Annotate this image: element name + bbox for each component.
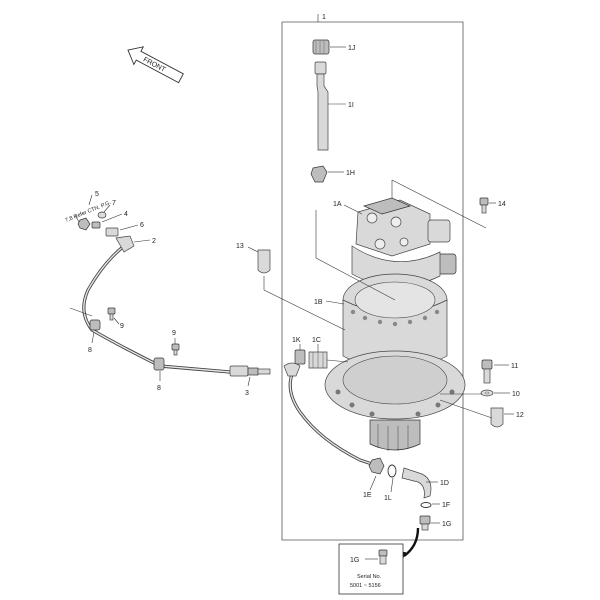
callout-13: 13 xyxy=(236,243,244,250)
part-11-bolt: 11 xyxy=(481,359,518,384)
callout-2: 2 xyxy=(152,238,156,245)
front-arrow: FRONT xyxy=(127,46,184,84)
inset-part-label: 1G xyxy=(350,557,359,564)
serial-inset: 1G Serial No. 5001 ~ 5156 xyxy=(338,543,404,595)
part-4-bolt: 4 xyxy=(91,211,128,229)
callout-4: 4 xyxy=(124,211,128,218)
part-1B-reduction-gear: 1B xyxy=(314,273,448,371)
callout-1F: 1F xyxy=(442,502,450,509)
part-1I-gauge-pipe: 1I xyxy=(314,61,354,151)
handwritten-note: 7,8 Refer CTN. P.G. xyxy=(65,200,113,224)
callout-10: 10 xyxy=(512,391,520,398)
callout-12: 12 xyxy=(516,412,524,419)
part-1G-plug: 1G xyxy=(419,515,451,531)
callout-1C: 1C xyxy=(312,337,321,344)
callout-1B: 1B xyxy=(314,299,323,306)
part-1H-fitting: 1H xyxy=(310,165,355,183)
part-2-elbow: 2 xyxy=(115,235,156,253)
callout-8b: 8 xyxy=(157,385,161,392)
part-1K-fitting: 1K xyxy=(292,337,306,365)
part-9-bolt-lower: 9 xyxy=(171,330,180,356)
callout-1E: 1E xyxy=(363,492,372,499)
part-9-bolt-upper: 9 xyxy=(107,307,124,330)
part-6-fitting: 6 xyxy=(105,222,144,237)
handwritten-note-text: 7,8 Refer CTN. P.G. xyxy=(65,200,113,224)
part-1A-swing-motor: 1A xyxy=(333,197,457,287)
part-8-clamp-lower: 8 xyxy=(157,371,161,392)
callout-6: 6 xyxy=(140,222,144,229)
callout-9b: 9 xyxy=(172,330,176,337)
frame-label: 1 xyxy=(322,14,326,21)
part-1L-ring: 1L xyxy=(384,464,397,502)
part-1C-elbow: 1C xyxy=(308,337,349,369)
callout-1J: 1J xyxy=(348,45,355,52)
callout-1A: 1A xyxy=(333,201,342,208)
leader-lines xyxy=(263,179,493,419)
part-1E-nut: 1E xyxy=(363,457,385,499)
part-14-bolt: 14 xyxy=(479,197,506,214)
part-12-pin: 12 xyxy=(490,407,524,428)
part-13-dowel: 13 xyxy=(236,243,271,290)
callout-11: 11 xyxy=(511,363,518,370)
callout-1K: 1K xyxy=(292,337,301,344)
callout-1H: 1H xyxy=(346,170,355,177)
callout-9a: 9 xyxy=(120,323,124,330)
callout-1G: 1G xyxy=(442,521,451,528)
part-8-clamp-upper: 8 xyxy=(88,331,95,354)
callout-7: 7 xyxy=(112,200,116,207)
callout-3: 3 xyxy=(245,390,249,397)
part-1F-oring: 1F xyxy=(420,502,450,509)
serial-range: 5001 ~ 5156 xyxy=(350,583,381,589)
callout-5: 5 xyxy=(95,191,99,198)
callout-14: 14 xyxy=(498,201,506,208)
assembly-frame: 1 xyxy=(281,14,464,541)
side-note-line xyxy=(69,307,93,317)
mounting-flange xyxy=(324,350,466,451)
part-1J-cap: 1J xyxy=(312,39,355,55)
callout-1D: 1D xyxy=(440,480,449,487)
part-5-nut: 5 xyxy=(77,191,99,231)
part-1D-elbow: 1D xyxy=(401,467,449,499)
part-7-washer: 7 xyxy=(97,200,116,219)
part-10-washer: 10 xyxy=(480,389,520,398)
drain-hose xyxy=(283,362,374,466)
callout-1L: 1L xyxy=(384,495,392,502)
left-hose-assembly xyxy=(82,244,271,377)
part-3-connector: 3 xyxy=(245,376,251,397)
callout-8a: 8 xyxy=(88,347,92,354)
callout-1I: 1I xyxy=(348,102,354,109)
serial-title: Serial No. xyxy=(357,574,382,580)
